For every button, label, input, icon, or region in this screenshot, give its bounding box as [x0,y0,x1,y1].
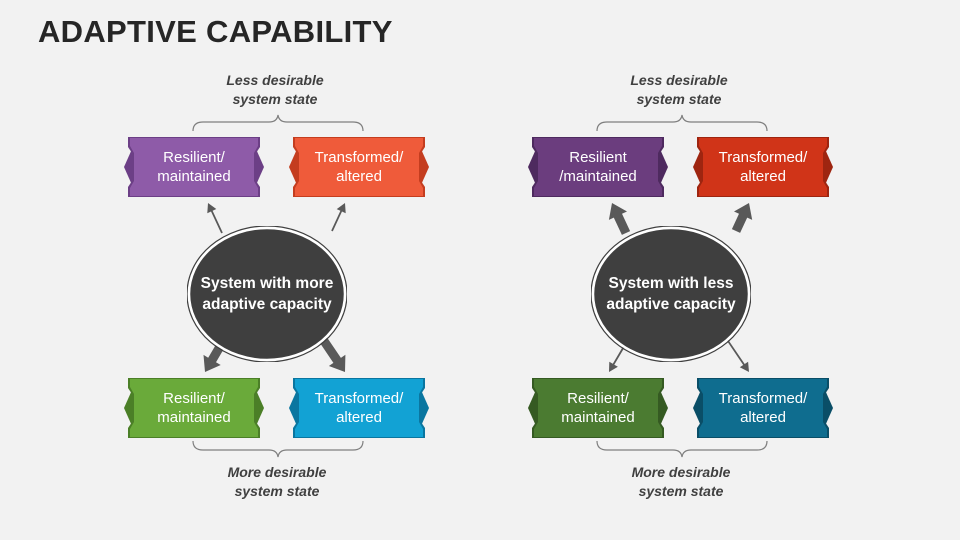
arrows-to-top [207,203,346,234]
panel-more-adaptive: Less desirable system state Resilient/ m… [124,71,429,501]
arrow [331,203,346,232]
top-caption: Less desirable system state [569,71,789,109]
top-caption-line2: system state [232,91,318,107]
top-caption-line1: Less desirable [630,72,728,88]
state-label-line2: altered [740,409,786,426]
bottom-caption-line2: system state [638,483,724,499]
arrow [608,203,631,235]
bottom-right-state-box: Transformed/ altered [693,378,833,438]
bottom-right-state-box: Transformed/ altered [289,378,429,438]
system-ellipse: System with less adaptive capacity [591,226,751,362]
top-brace [192,114,364,132]
bottom-left-state-box: Resilient/ maintained [528,378,668,438]
state-label-line2: altered [336,168,382,185]
state-label-line2: maintained [157,409,231,426]
system-label-line1: System with less [608,275,734,292]
state-label-line2: maintained [157,168,231,185]
bottom-caption: More desirable system state [571,463,791,501]
top-caption: Less desirable system state [165,71,385,109]
state-label-line1: Resilient/ [567,390,629,407]
bottom-caption: More desirable system state [167,463,387,501]
bottom-brace [192,440,364,458]
system-label-line1: System with more [200,275,334,292]
top-caption-line1: Less desirable [226,72,324,88]
system-label-line2: adaptive capacity [606,296,736,313]
state-label-line1: Transformed/ [314,390,404,407]
arrow [318,335,346,372]
state-label-line2: /maintained [559,168,637,185]
state-label-line2: maintained [561,409,635,426]
state-label-line1: Resilient/ [163,390,225,407]
system-label-line2: adaptive capacity [202,296,332,313]
arrow [207,203,223,234]
state-label-line1: Resilient [569,149,627,166]
top-right-state-box: Transformed/ altered [289,137,429,197]
arrow [731,203,753,233]
bottom-caption-line1: More desirable [631,464,731,480]
top-left-state-box: Resilient/ maintained [124,137,264,197]
state-label-line2: altered [336,409,382,426]
bottom-left-state-box: Resilient/ maintained [124,378,264,438]
top-brace [596,114,768,132]
state-label-line1: Transformed/ [718,390,808,407]
panel-less-adaptive: Less desirable system state Resilient /m… [404,0,884,540]
state-label-line1: Transformed/ [314,149,404,166]
page-title: ADAPTIVE CAPABILITY [38,14,393,49]
bottom-caption-line1: More desirable [227,464,327,480]
system-ellipse: System with more adaptive capacity [187,226,347,362]
bottom-brace [596,440,768,458]
top-left-state-box: Resilient /maintained [528,137,668,197]
top-right-state-box: Transformed/ altered [693,137,833,197]
state-label-line1: Resilient/ [163,149,225,166]
state-label-line2: altered [740,168,786,185]
arrows-to-top [608,203,753,235]
top-caption-line2: system state [636,91,722,107]
connector-layer [596,114,768,458]
state-label-line1: Transformed/ [718,149,808,166]
arrow [725,337,749,372]
bottom-caption-line2: system state [234,483,320,499]
